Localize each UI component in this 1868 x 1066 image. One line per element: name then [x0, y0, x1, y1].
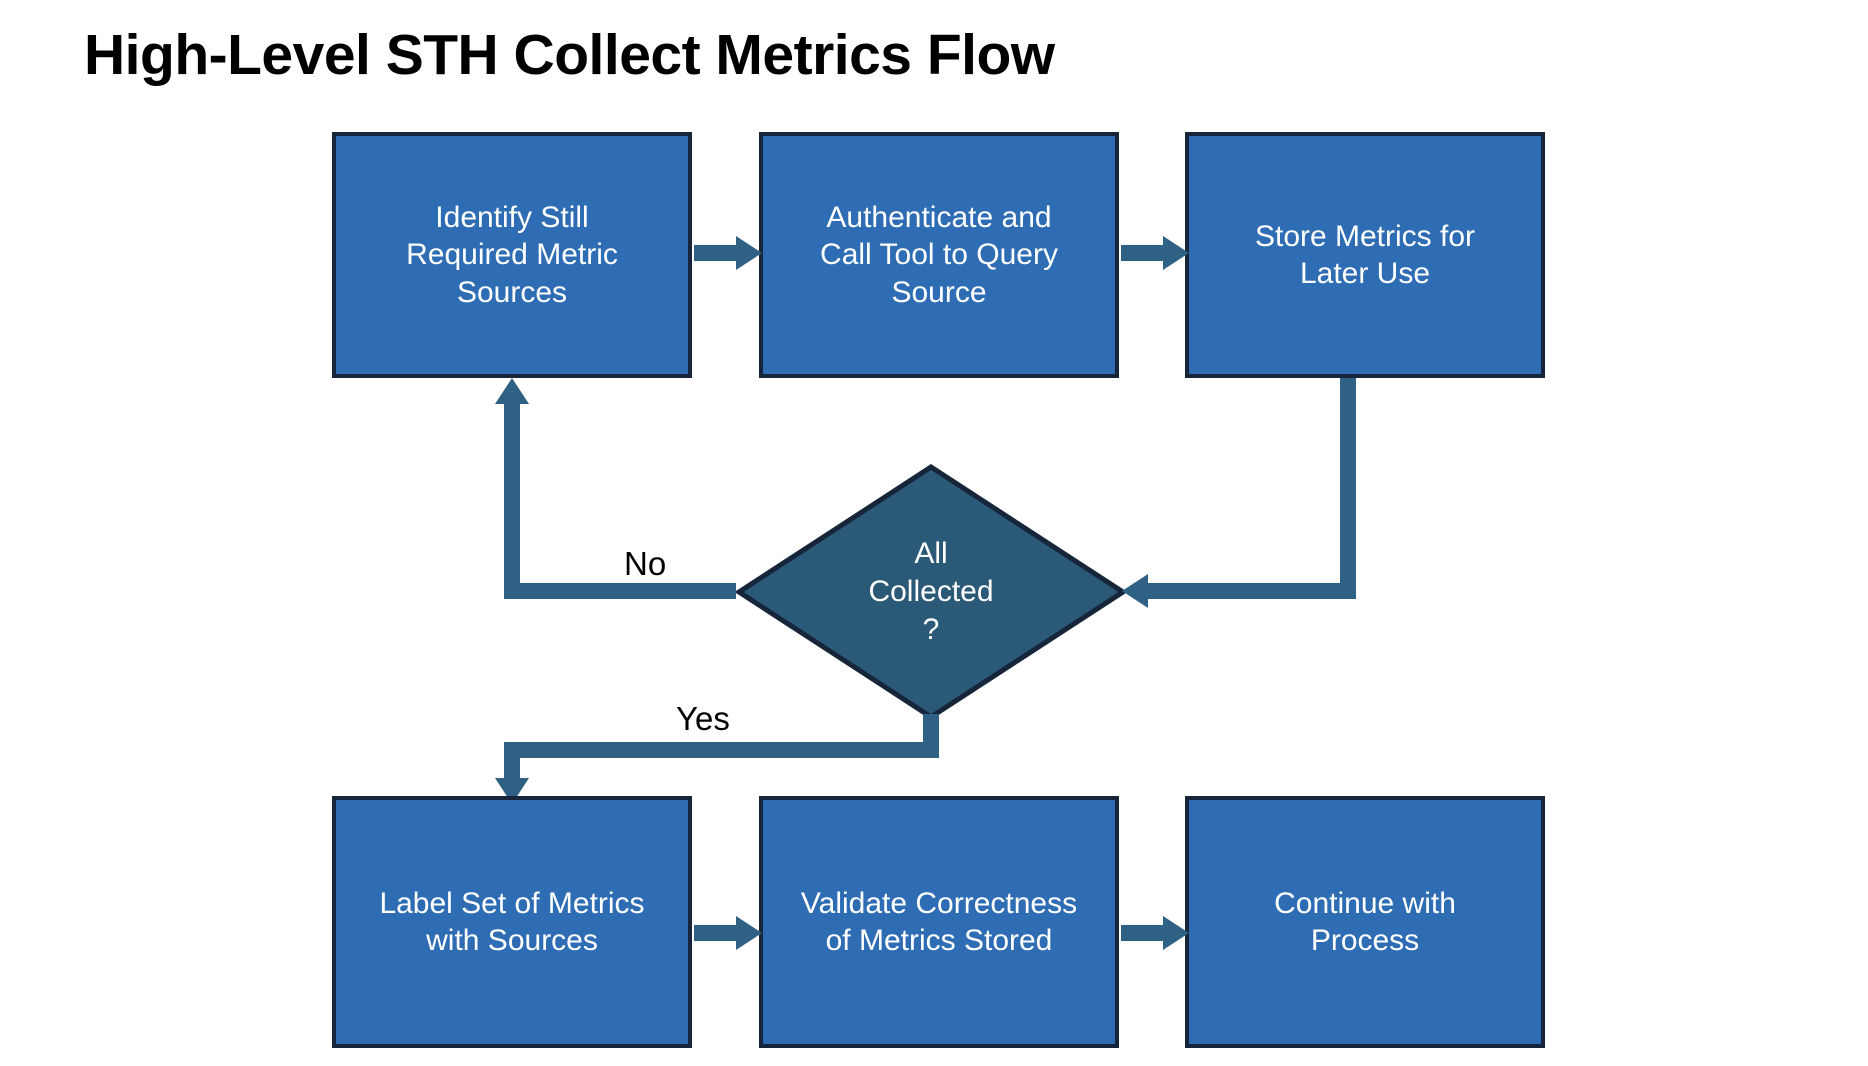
branch-label-yes: Yes: [676, 700, 730, 737]
connector-identify-to-authenticate: [694, 245, 738, 261]
arrow-right-icon: [1163, 236, 1189, 270]
connector-yes-branch-horizontal: [504, 742, 939, 758]
process-node-label: Continue with Process: [1274, 886, 1456, 958]
connector-no-branch-vertical: [504, 400, 520, 599]
process-node-label: Label Set of Metrics with Sources: [379, 886, 645, 958]
process-node-continue-process[interactable]: Continue with Process: [1185, 796, 1545, 1048]
process-node-store-metrics[interactable]: Store Metrics for Later Use: [1185, 132, 1545, 378]
connector-store-to-decision-vertical: [1340, 378, 1356, 595]
branch-label-no: No: [624, 545, 667, 582]
process-node-label: Validate Correctness of Metrics Stored: [800, 886, 1078, 958]
arrow-up-icon: [495, 378, 529, 404]
connector-yes-branch-vertical-to-box: [504, 742, 520, 784]
connector-label-to-validate: [694, 925, 738, 941]
process-node-label: Authenticate and Call Tool to Query Sour…: [820, 200, 1058, 309]
page-title: High-Level STH Collect Metrics Flow: [84, 23, 1055, 87]
connector-validate-to-continue: [1121, 925, 1165, 941]
diamond-shape-icon: [735, 464, 1127, 720]
arrow-left-icon: [1122, 574, 1148, 608]
connector-authenticate-to-store: [1121, 245, 1165, 261]
process-node-label: Store Metrics for Later Use: [1254, 219, 1476, 291]
process-node-label-metrics[interactable]: Label Set of Metrics with Sources: [332, 796, 692, 1048]
connector-no-branch-horizontal: [504, 583, 736, 599]
process-node-label: Identify Still Required Metric Sources: [406, 200, 618, 309]
decision-node-all-collected[interactable]: All Collected ?: [735, 463, 1127, 721]
arrow-right-icon: [736, 236, 762, 270]
arrow-right-icon: [1163, 916, 1189, 950]
arrow-right-icon: [736, 916, 762, 950]
process-node-identify-sources[interactable]: Identify Still Required Metric Sources: [332, 132, 692, 378]
process-node-authenticate-query[interactable]: Authenticate and Call Tool to Query Sour…: [759, 132, 1119, 378]
connector-store-to-decision-horizontal: [1148, 583, 1356, 599]
process-node-validate-metrics[interactable]: Validate Correctness of Metrics Stored: [759, 796, 1119, 1048]
